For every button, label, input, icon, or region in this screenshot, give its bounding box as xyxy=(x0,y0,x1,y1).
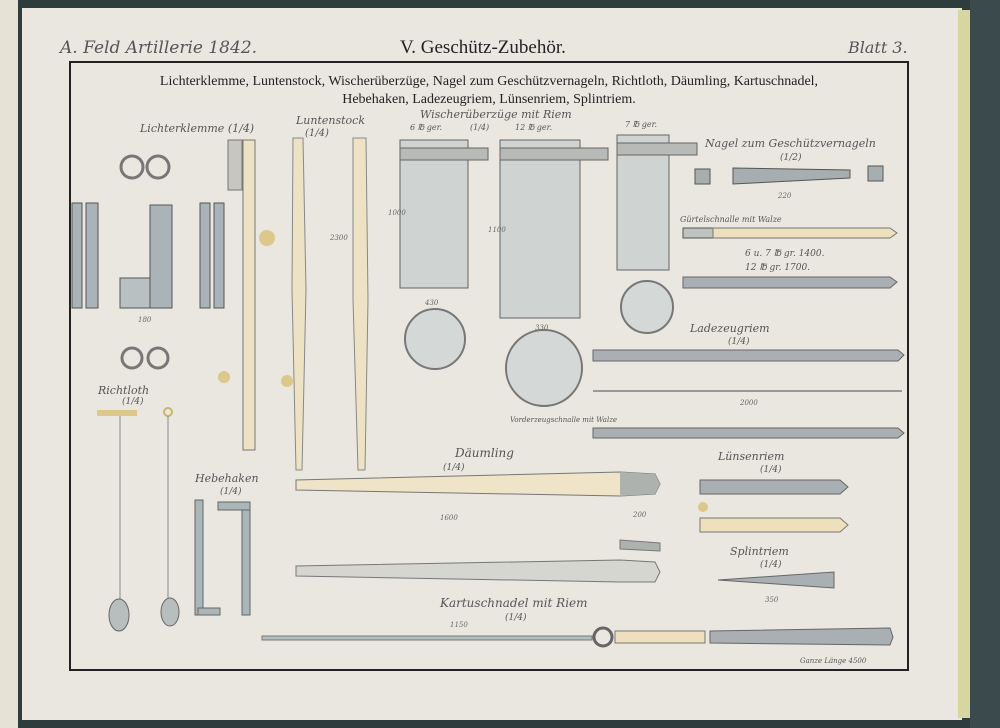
svg-text:1600: 1600 xyxy=(440,514,458,522)
svg-text:350: 350 xyxy=(765,596,779,604)
svg-text:1100: 1100 xyxy=(488,226,506,234)
svg-text:Vorderzeugschnalle mit Walze: Vorderzeugschnalle mit Walze xyxy=(510,416,617,424)
svg-text:Gürtelschnalle mit Walze: Gürtelschnalle mit Walze xyxy=(680,215,782,224)
svg-text:1000: 1000 xyxy=(388,209,406,217)
svg-text:(1/4): (1/4) xyxy=(760,559,782,570)
svg-text:430: 430 xyxy=(424,299,439,307)
svg-text:12 ℔ gr. 1700.: 12 ℔ gr. 1700. xyxy=(745,263,810,273)
svg-text:Däumling: Däumling xyxy=(454,446,514,460)
svg-text:7 ℔ ger.: 7 ℔ ger. xyxy=(625,120,657,129)
hebehaken-drawing: Hebehaken (1/4) xyxy=(194,472,259,616)
subtitle-line1: Lichterklemme, Luntenstock, Wischerüberz… xyxy=(160,74,818,89)
lichterklemme-drawing: Lichterklemme (1/4) 180 xyxy=(71,122,254,370)
svg-text:Wischerüberzüge mit Riem: Wischerüberzüge mit Riem xyxy=(420,108,572,121)
subtitle-line2: Hebehaken, Ladezeugriem, Lünsenriem, Spl… xyxy=(342,92,636,107)
richtloth-drawing: Richtloth (1/4) xyxy=(97,384,180,632)
svg-text:6 ℔ ger.: 6 ℔ ger. xyxy=(410,123,442,132)
svg-text:2300: 2300 xyxy=(329,234,348,242)
left-page-edge xyxy=(0,0,18,728)
binding-edge xyxy=(958,10,970,718)
kartuschnadel-drawing: Kartuschnadel mit Riem (1/4) 1150 Ganze … xyxy=(261,596,894,665)
svg-text:(1/4): (1/4) xyxy=(305,128,329,139)
svg-text:Ladezeugriem: Ladezeugriem xyxy=(689,322,770,335)
nagel-drawing: Nagel zum Geschützvernageln (1/2) 220 xyxy=(694,137,884,200)
svg-text:Nagel zum Geschützvernageln: Nagel zum Geschützvernageln xyxy=(704,137,876,150)
svg-text:220: 220 xyxy=(777,192,792,200)
splintriem-drawing: Splintriem (1/4) 350 xyxy=(717,545,835,604)
luntenstock-drawing: Luntenstock (1/4) 2300 xyxy=(218,114,369,471)
svg-text:(1/4): (1/4) xyxy=(728,336,750,347)
svg-text:330: 330 xyxy=(535,324,549,332)
guertel-drawing: Gürtelschnalle mit Walze 6 u. 7 ℔ gr. 14… xyxy=(680,215,898,289)
svg-text:200: 200 xyxy=(632,511,647,519)
header-right: Blatt 3. xyxy=(847,38,908,57)
svg-text:12 ℔ ger.: 12 ℔ ger. xyxy=(515,123,552,132)
svg-text:(1/2): (1/2) xyxy=(780,152,802,163)
ladezeugriem-drawing: Ladezeugriem (1/4) 2000 xyxy=(592,322,905,439)
svg-text:(1/4): (1/4) xyxy=(443,462,465,473)
svg-text:(1/4): (1/4) xyxy=(220,486,242,497)
svg-text:Lichterklemme (1/4): Lichterklemme (1/4) xyxy=(139,122,254,135)
svg-text:Luntenstock: Luntenstock xyxy=(295,114,365,127)
svg-text:180: 180 xyxy=(138,316,152,324)
svg-text:Kartuschnadel mit Riem: Kartuschnadel mit Riem xyxy=(439,596,588,610)
svg-text:2000: 2000 xyxy=(739,399,758,407)
svg-text:6 u. 7 ℔ gr. 1400.: 6 u. 7 ℔ gr. 1400. xyxy=(745,249,825,259)
wischer-drawing: Wischerüberzüge mit Riem 6 ℔ ger. (1/4) … xyxy=(388,108,698,424)
svg-text:(1/4): (1/4) xyxy=(760,464,782,475)
svg-text:(1/4): (1/4) xyxy=(122,396,144,407)
svg-text:(1/4): (1/4) xyxy=(470,123,489,132)
header-title: V. Geschütz-Zubehör. xyxy=(400,37,566,58)
svg-text:(1/4): (1/4) xyxy=(505,612,527,623)
daeumling-drawing: Däumling (1/4) 1600 200 xyxy=(295,446,661,583)
svg-text:Lünsenriem: Lünsenriem xyxy=(717,450,784,463)
svg-text:Splintriem: Splintriem xyxy=(730,545,789,558)
svg-text:Richtloth: Richtloth xyxy=(97,384,149,397)
svg-text:Ganze Länge 4500: Ganze Länge 4500 xyxy=(800,657,867,665)
header-left: A. Feld Artillerie 1842. xyxy=(58,38,257,58)
svg-text:Hebehaken: Hebehaken xyxy=(194,472,259,485)
paper xyxy=(22,8,962,720)
plate-frame xyxy=(69,61,909,671)
luensenriem-drawing: Lünsenriem (1/4) xyxy=(698,450,849,533)
svg-text:1150: 1150 xyxy=(450,621,468,629)
